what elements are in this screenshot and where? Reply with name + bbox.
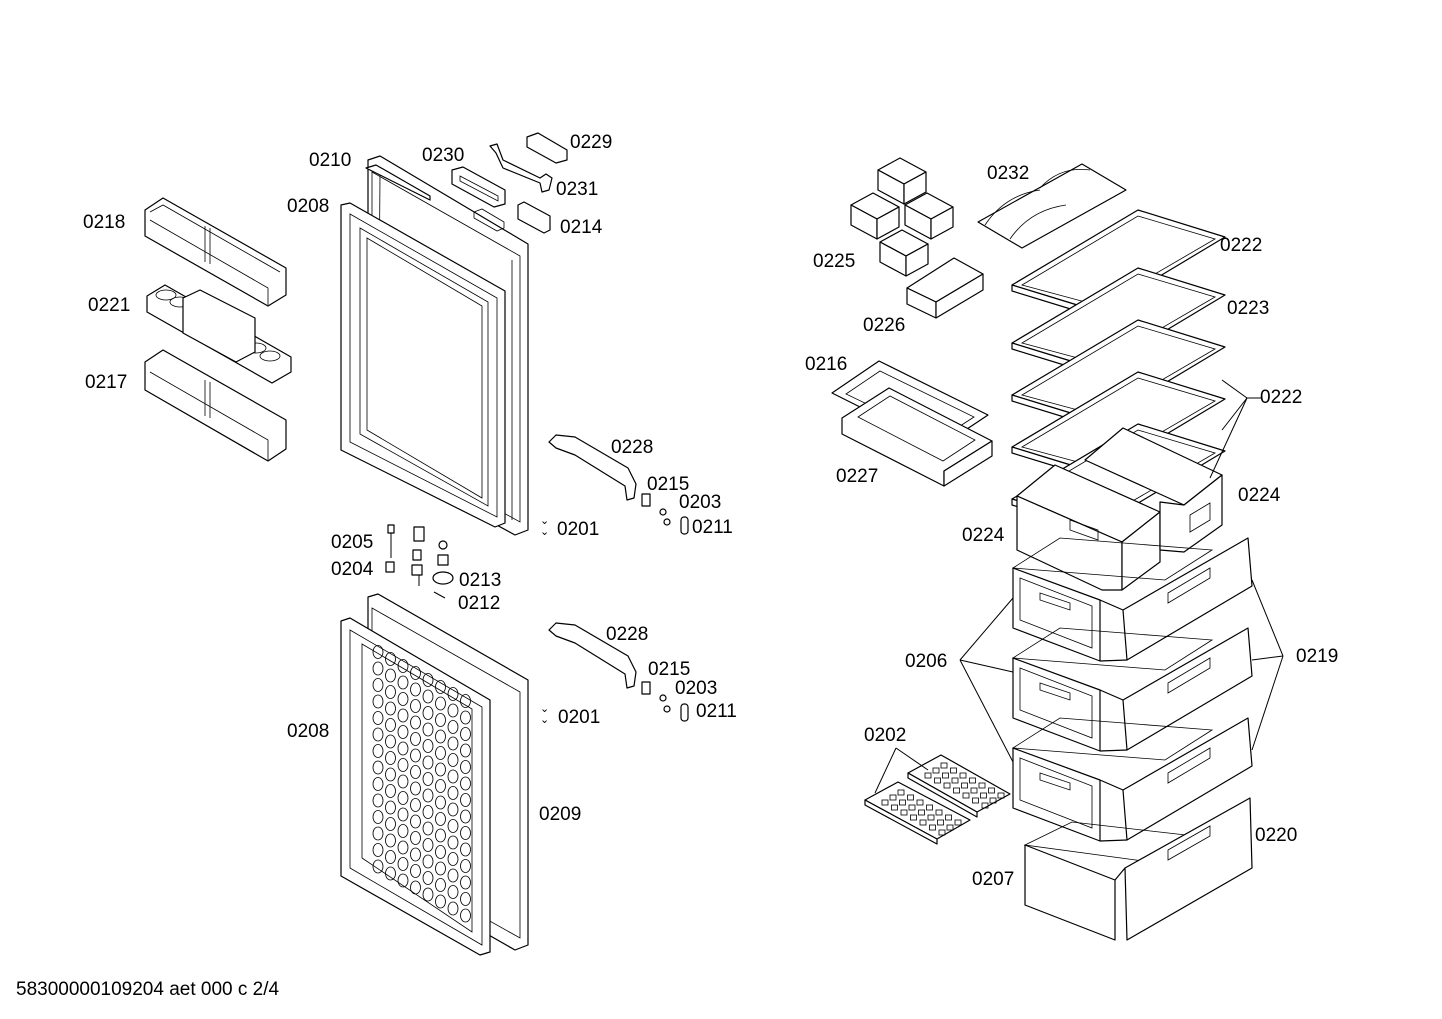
label-0223: 0223	[1227, 298, 1269, 319]
part-0228-handle-upper	[548, 434, 637, 501]
part-0226-long-box	[906, 257, 984, 319]
svg-text:⌄: ⌄	[540, 526, 549, 538]
leader-lines	[874, 379, 1284, 794]
part-0203-screws-upper	[659, 508, 671, 526]
label-0205: 0205	[331, 532, 373, 553]
document-footer-id: 58300000109204 aet 000 c 2/4	[16, 979, 280, 1000]
label-0209: 0209	[539, 804, 581, 825]
label-0216: 0216	[805, 354, 847, 375]
part-0211-lower	[680, 703, 689, 722]
part-0221-egg-tray	[146, 284, 292, 384]
part-0228-handle-lower	[548, 622, 637, 689]
label-0210: 0210	[309, 150, 351, 171]
label-0211-lower: 0211	[696, 701, 737, 722]
label-0201-upper: 0201	[557, 519, 599, 540]
part-0224-crisper-boxes	[1016, 427, 1223, 591]
label-0215-lower: 0215	[648, 659, 690, 680]
label-0227: 0227	[836, 466, 878, 487]
label-0213: 0213	[459, 570, 501, 591]
part-0229-cover	[526, 132, 568, 164]
part-0215-cap-upper	[641, 493, 651, 507]
part-0211-upper	[680, 516, 689, 535]
svg-text:⌄: ⌄	[540, 714, 549, 726]
label-0207: 0207	[972, 869, 1014, 890]
label-0219: 0219	[1296, 646, 1338, 667]
label-0232: 0232	[987, 163, 1029, 184]
label-0208-upper: 0208	[287, 196, 329, 217]
door-dimple-pattern	[372, 645, 471, 923]
label-0217: 0217	[85, 372, 127, 393]
label-0231: 0231	[556, 179, 598, 200]
label-0203-lower: 0203	[675, 678, 717, 699]
part-0215-cap-lower	[641, 681, 651, 695]
hinge-parts	[385, 524, 454, 599]
label-0221: 0221	[88, 295, 130, 316]
label-0214: 0214	[560, 217, 603, 238]
part-labels: 0210 0230 0229 0231 0214 0208 0218 0221 …	[83, 132, 1338, 890]
part-0201-pins-upper: ⌄ ⌄	[540, 515, 549, 538]
label-0228-upper: 0228	[611, 437, 653, 458]
label-0229: 0229	[570, 132, 612, 153]
label-0230: 0230	[422, 145, 464, 166]
label-0222-top: 0222	[1220, 235, 1262, 256]
label-0206: 0206	[905, 651, 947, 672]
label-0218: 0218	[83, 212, 125, 233]
part-0202-ice-trays	[864, 754, 1011, 845]
part-0218-door-bin	[144, 197, 287, 307]
label-0228-lower: 0228	[606, 624, 648, 645]
label-0224-left: 0224	[962, 525, 1005, 546]
label-0202: 0202	[864, 725, 906, 746]
svg-text:⌄: ⌄	[540, 515, 549, 527]
part-0232-bottle-rack	[977, 163, 1127, 249]
label-0220: 0220	[1255, 825, 1297, 846]
part-0225-boxes	[850, 157, 954, 277]
part-0230-handle-trim	[451, 166, 506, 208]
label-0211-upper: 0211	[692, 517, 733, 538]
label-0208-lower: 0208	[287, 721, 329, 742]
label-0203-upper: 0203	[679, 492, 721, 513]
part-0214-label	[517, 201, 551, 234]
label-0222-group: 0222	[1260, 387, 1302, 408]
label-0224-right: 0224	[1238, 485, 1281, 506]
label-0215-upper: 0215	[647, 474, 689, 495]
label-0204: 0204	[331, 559, 374, 580]
part-0201-pins-lower: ⌄ ⌄	[540, 703, 549, 726]
part-0231-bracket	[489, 143, 553, 193]
label-0212: 0212	[458, 593, 500, 614]
svg-text:⌄: ⌄	[540, 703, 549, 715]
part-0203-screws-lower	[659, 694, 671, 713]
part-0217-door-bin	[144, 349, 287, 462]
label-0201-lower: 0201	[558, 707, 600, 728]
upper-door-gasket	[340, 202, 506, 528]
part-0216-0227-tray	[831, 360, 993, 487]
freezer-drawers	[1011, 537, 1253, 941]
label-0226: 0226	[863, 315, 905, 336]
label-0225: 0225	[813, 251, 855, 272]
